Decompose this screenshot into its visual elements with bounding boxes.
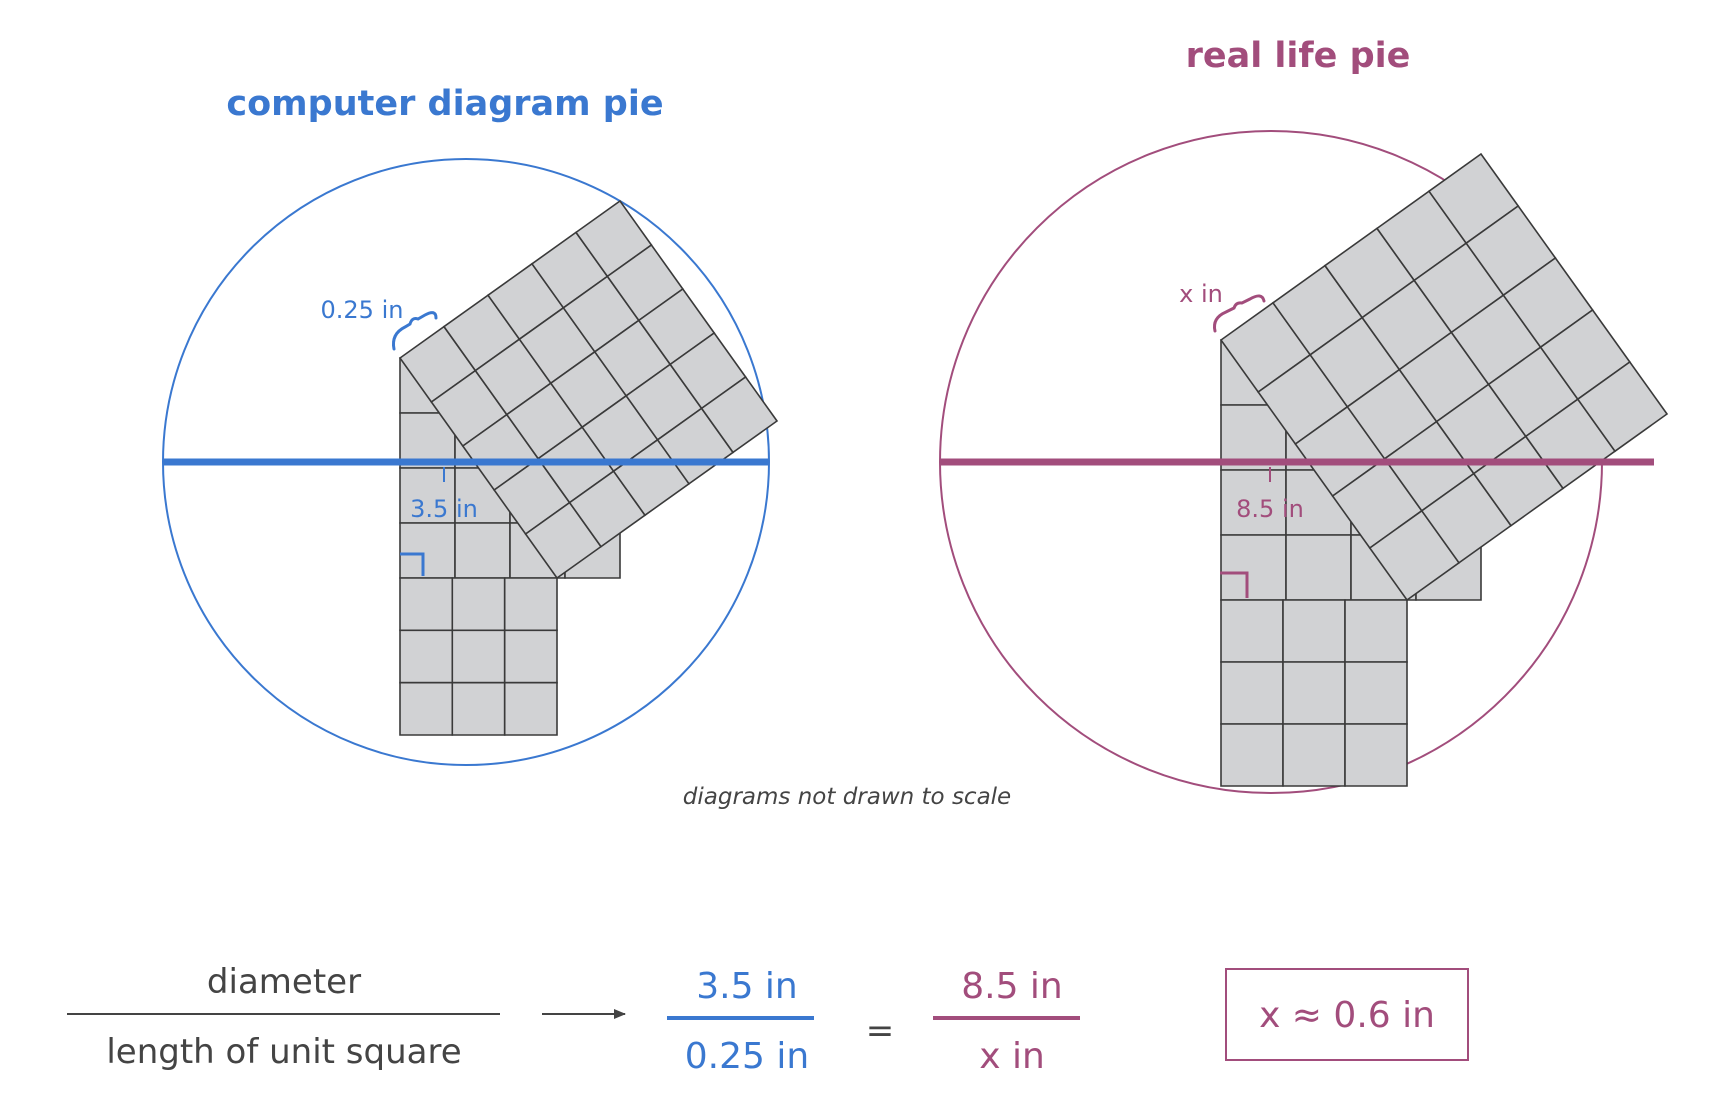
computer-small-square-unit-tile — [399, 629, 454, 684]
equals-sign: = — [866, 1011, 895, 1051]
real-life-small-square-unit-tile — [1344, 661, 1408, 725]
ratio-numerator: diameter — [207, 962, 361, 1002]
computer-small-square-unit-tile — [451, 577, 506, 632]
real-life-right-angle-marker — [1220, 571, 1249, 598]
computer-small-square-unit-tile — [503, 577, 558, 632]
real-life-unit-label: x in — [1179, 280, 1223, 308]
result-box — [1225, 968, 1469, 1061]
real-life-unit-brace — [1213, 294, 1266, 333]
real-life-large-square-unit-tile — [1576, 360, 1669, 453]
real-life-small-square-unit-tile — [1220, 599, 1284, 663]
real-life-pythagorean-squares — [1219, 152, 1669, 787]
computer-fraction-numerator: 3.5 in — [696, 966, 798, 1007]
equation-row: diameter length of unit square 3.5 in 0.… — [67, 962, 1469, 1077]
computer-diagram-title: computer diagram pie — [226, 84, 663, 124]
real-life-diameter-label: 8.5 in — [1236, 495, 1304, 523]
real-life-small-square-unit-tile — [1282, 723, 1346, 787]
real-life-small-square-unit-tile — [1220, 661, 1284, 725]
ratio-denominator: length of unit square — [106, 1032, 461, 1072]
computer-fraction-denominator: 0.25 in — [685, 1036, 809, 1077]
computer-large-square-unit-tile — [700, 375, 779, 454]
computer-medium-square-unit-tile — [454, 522, 511, 579]
real-life-fraction-denominator: x in — [979, 1036, 1045, 1077]
computer-unit-label: 0.25 in — [321, 296, 404, 324]
result-text: x ≈ 0.6 in — [1259, 995, 1435, 1036]
real-life-small-square-unit-tile — [1344, 723, 1408, 787]
computer-small-square-unit-tile — [503, 629, 558, 684]
computer-small-square-unit-tile — [399, 577, 454, 632]
real-life-medium-square-unit-tile — [1285, 534, 1352, 601]
computer-diameter-label: 3.5 in — [410, 495, 478, 523]
real-life-small-square-unit-tile — [1220, 723, 1284, 787]
computer-small-square-unit-tile — [399, 681, 454, 736]
computer-unit-brace — [392, 311, 438, 351]
real-life-medium-square-unit-tile — [1220, 534, 1287, 601]
real-life-diagram: real life pie 8.5 in x in — [939, 36, 1669, 794]
real-life-small-square-unit-tile — [1282, 599, 1346, 663]
computer-right-angle-marker — [400, 552, 425, 576]
real-life-title: real life pie — [1186, 36, 1411, 76]
real-life-small-square-unit-tile — [1344, 599, 1408, 663]
computer-small-square-unit-tile — [503, 681, 558, 736]
real-life-small-square-unit-tile — [1282, 661, 1346, 725]
computer-small-square-unit-tile — [451, 681, 506, 736]
scale-note: diagrams not drawn to scale — [683, 784, 1011, 810]
computer-medium-square-unit-tile — [399, 522, 456, 579]
computer-diagram: computer diagram pie 3.5 in 0.25 in — [162, 84, 779, 766]
computer-small-square-unit-tile — [451, 629, 506, 684]
computer-pythagorean-squares — [398, 199, 779, 736]
real-life-fraction-numerator: 8.5 in — [961, 966, 1063, 1007]
